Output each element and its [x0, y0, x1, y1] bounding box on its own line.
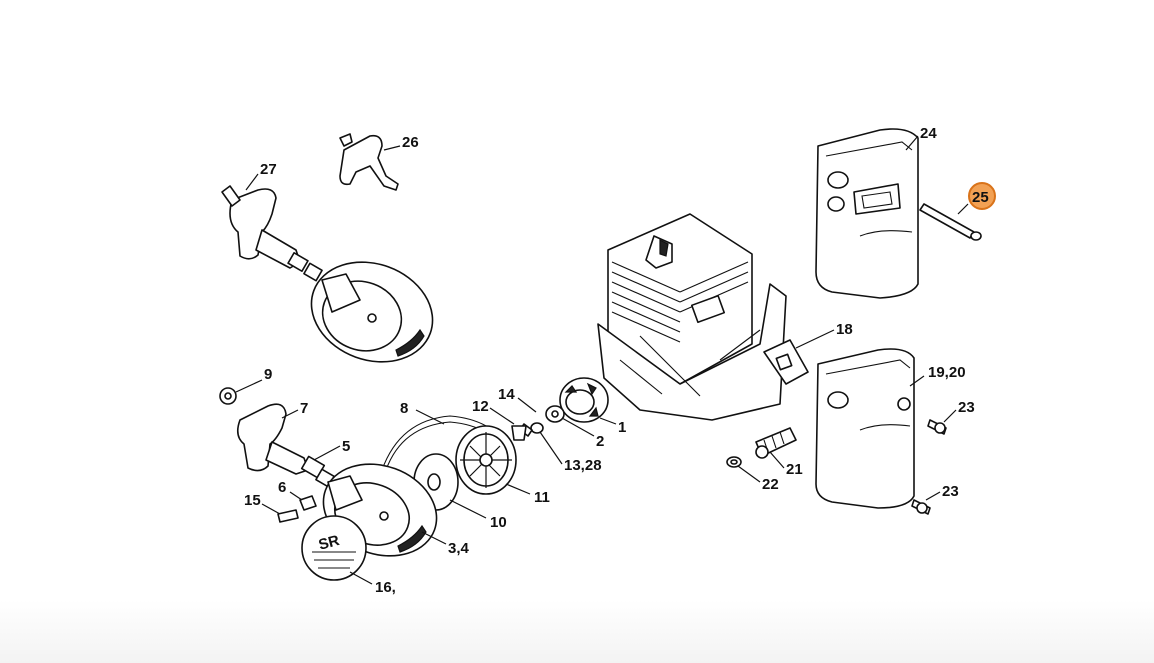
callout-3-4[interactable]: 3,4 — [448, 540, 470, 557]
part-16-cover: SR — [301, 515, 367, 581]
sr-logo: SR — [317, 532, 342, 554]
callout-15[interactable]: 15 — [244, 492, 261, 509]
part-24-muffler — [815, 128, 919, 299]
callout-24[interactable]: 24 — [920, 125, 937, 142]
small-washers — [511, 405, 565, 441]
callout-5[interactable]: 5 — [342, 438, 350, 455]
rewind-starter-parts — [381, 415, 517, 511]
callout-25[interactable]: 25 — [972, 189, 989, 206]
callout-9[interactable]: 9 — [264, 366, 272, 383]
part-26-grip — [339, 133, 399, 191]
callout-2[interactable]: 2 — [596, 433, 604, 450]
callout-16[interactable]: 16, — [375, 579, 396, 596]
callout-7[interactable]: 7 — [300, 400, 308, 417]
callout-1[interactable]: 1 — [618, 419, 626, 436]
bottom-fade — [0, 600, 1154, 663]
callout-23-upper[interactable]: 23 — [958, 399, 975, 416]
part-25-bolt — [919, 203, 982, 241]
handle-assembly-top — [221, 185, 434, 363]
callout-10[interactable]: 10 — [490, 514, 507, 531]
callout-6[interactable]: 6 — [278, 479, 286, 496]
callout-labels: 27 26 24 25 18 19,20 23 23 21 22 9 7 5 8… — [244, 125, 989, 596]
callout-8[interactable]: 8 — [400, 400, 408, 417]
part-21-22-screen — [726, 427, 797, 468]
callout-22[interactable]: 22 — [762, 476, 779, 493]
callout-12[interactable]: 12 — [472, 398, 489, 415]
callout-18[interactable]: 18 — [836, 321, 853, 338]
callout-23-lower[interactable]: 23 — [942, 483, 959, 500]
part-1-drum — [559, 377, 609, 423]
callout-25-highlight[interactable] — [968, 182, 996, 210]
part-23-screws — [911, 419, 947, 515]
callout-27[interactable]: 27 — [260, 161, 277, 178]
callout-21[interactable]: 21 — [786, 461, 803, 478]
callout-13-28[interactable]: 13,28 — [564, 457, 602, 474]
engine-cylinder — [597, 213, 787, 421]
callout-11[interactable]: 11 — [534, 489, 550, 506]
callout-26[interactable]: 26 — [402, 134, 419, 151]
part-19-20-muffler — [815, 348, 915, 509]
callout-14[interactable]: 14 — [498, 386, 515, 403]
part-18-gasket — [763, 339, 809, 385]
leader-lines — [235, 135, 969, 585]
callout-19-20[interactable]: 19,20 — [928, 364, 966, 381]
